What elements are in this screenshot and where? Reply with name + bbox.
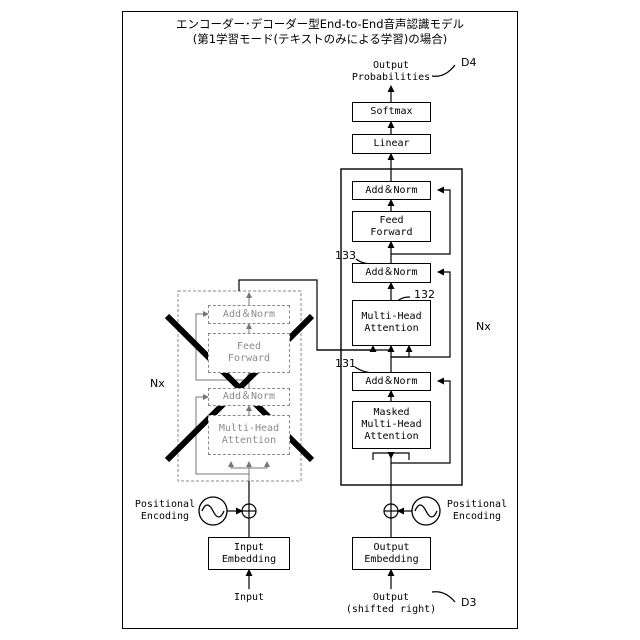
encoder-nx-label: Nx: [150, 378, 170, 390]
ref-d4: D4: [461, 57, 476, 69]
ref-133: 133: [335, 250, 356, 262]
decoder-feed-forward-box: Feed Forward: [352, 211, 431, 242]
ref-132: 132: [414, 289, 435, 301]
decoder-add-norm-bottom-box: Add＆Norm: [352, 372, 431, 391]
decoder-add-circle: [384, 504, 398, 518]
output-embedding-box: Output Embedding: [352, 537, 431, 570]
decoder-positional-encoding-label: Positional Encoding: [442, 499, 512, 523]
encoder-add-norm-top-box: Add＆Norm: [208, 305, 290, 324]
decoder-multi-head-attention-box: Multi-Head Attention: [352, 300, 431, 346]
ref-d3: D3: [461, 597, 476, 609]
encoder-add-circle: [242, 504, 256, 518]
encoder-add-norm-bottom-box: Add＆Norm: [208, 388, 290, 406]
output-probabilities-label: Output Probabilities: [345, 60, 437, 84]
ref-131: 131: [335, 358, 356, 370]
masked-multi-head-attention-box: Masked Multi-Head Attention: [352, 401, 431, 449]
input-embedding-box: Input Embedding: [208, 537, 290, 570]
encoder-positional-encoding-label: Positional Encoding: [130, 499, 200, 523]
decoder-sine-wave-icon: [412, 497, 440, 525]
encoder-feed-forward-box: Feed Forward: [208, 333, 290, 373]
decoder-nx-label: Nx: [476, 321, 500, 333]
encoder-multi-head-attention-box: Multi-Head Attention: [208, 415, 290, 455]
output-shifted-right-label: Output (shifted right): [340, 592, 442, 616]
decoder-add-norm-middle-box: Add＆Norm: [352, 263, 431, 283]
decoder-add-norm-top-box: Add＆Norm: [352, 181, 431, 200]
input-label: Input: [215, 592, 283, 604]
encoder-sine-wave-icon: [199, 497, 227, 525]
linear-box: Linear: [352, 134, 431, 154]
softmax-box: Softmax: [352, 102, 431, 122]
